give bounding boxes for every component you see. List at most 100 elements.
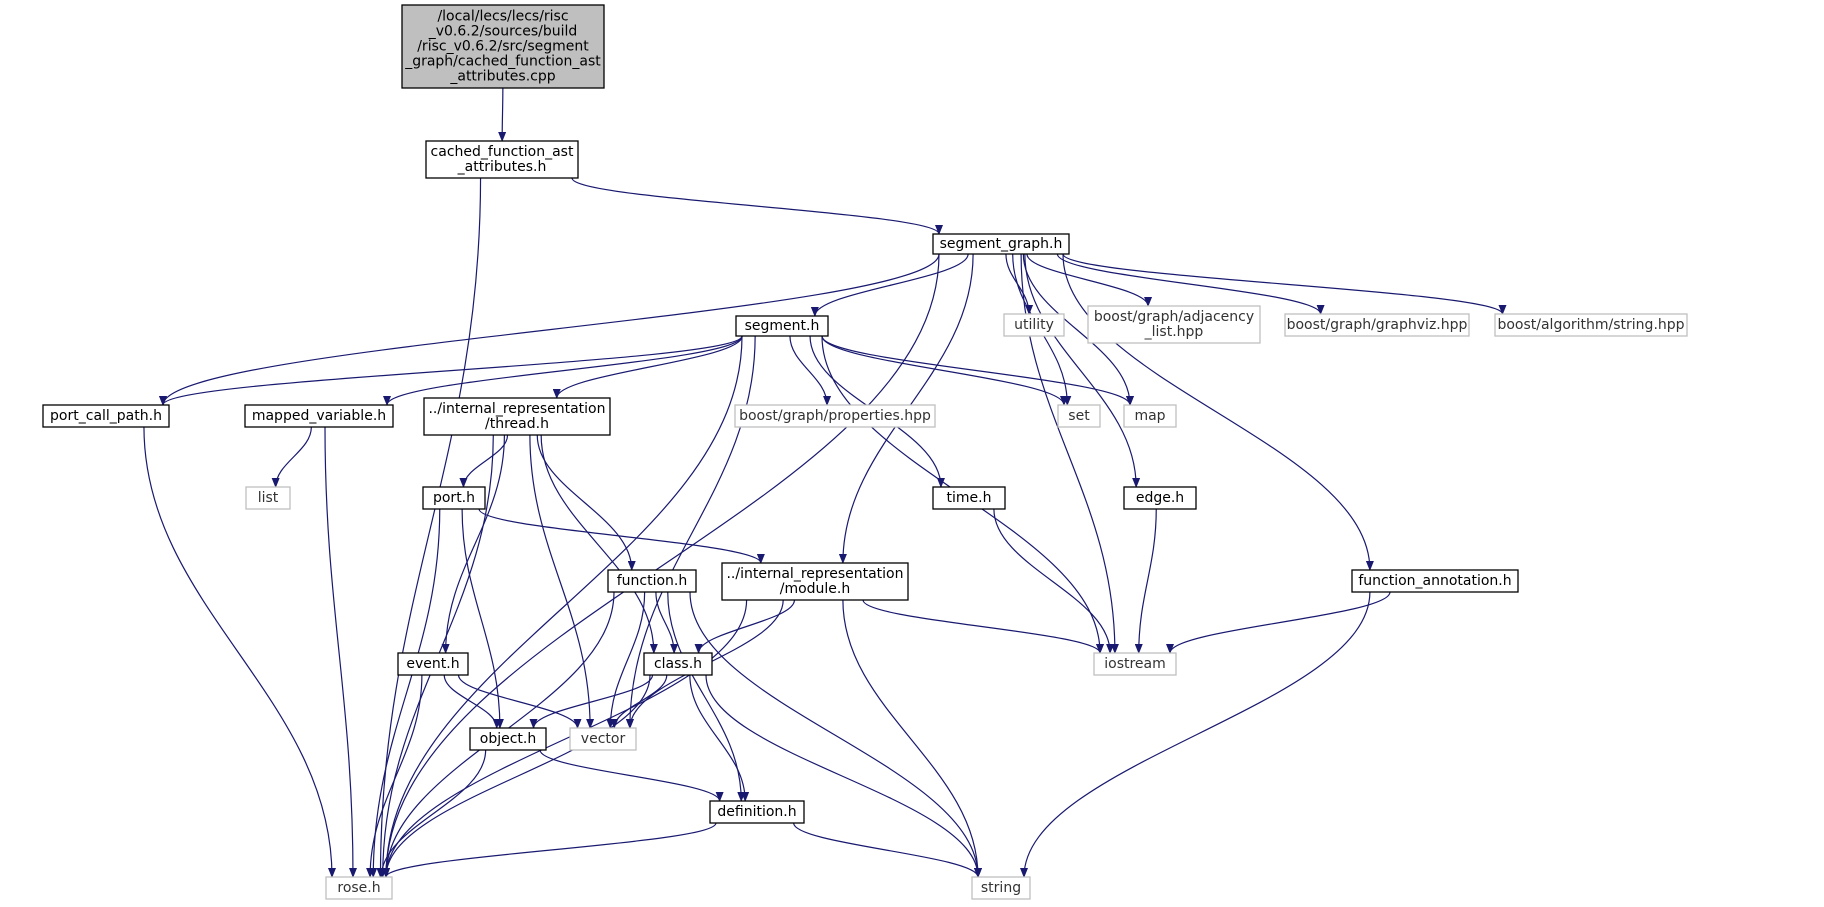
node-rose-label: rose.h: [337, 880, 380, 896]
node-cfa-label: _attributes.h: [457, 159, 547, 175]
node-list[interactable]: list: [245, 486, 291, 510]
node-props-box: [734, 404, 936, 428]
node-map[interactable]: map: [1123, 404, 1177, 428]
edge-class-to-object: [529, 674, 654, 729]
node-event-label: event.h: [406, 656, 459, 672]
edge-class-to-string: [705, 674, 982, 878]
node-sg[interactable]: segment_graph.h: [932, 233, 1070, 255]
edge-sg-to-rose: [382, 253, 940, 878]
edge-thr-to-class: [540, 434, 658, 654]
node-thr[interactable]: ../internal_representation/thread.h: [423, 397, 611, 436]
edge-sg-to-algstr: [1062, 253, 1507, 315]
node-fann[interactable]: function_annotation.h: [1351, 569, 1519, 593]
node-mod[interactable]: ../internal_representation/module.h: [721, 562, 909, 601]
node-mv[interactable]: mapped_variable.h: [244, 404, 394, 428]
node-root-label: /risc_v0.6.2/src/segment: [417, 38, 589, 54]
node-cfa[interactable]: cached_function_ast_attributes.h: [425, 140, 579, 179]
node-func[interactable]: function.h: [607, 569, 697, 593]
node-time-label: time.h: [947, 490, 992, 506]
edge-mod-to-rose: [382, 599, 748, 878]
node-utility[interactable]: utility: [1003, 313, 1065, 337]
node-map-box: [1123, 404, 1177, 428]
node-object-box: [469, 727, 547, 751]
node-pcp-box: [42, 404, 170, 428]
node-utility-box: [1003, 313, 1065, 337]
edge-thr-to-port: [459, 434, 509, 488]
node-string[interactable]: string: [971, 876, 1031, 900]
node-list-box: [245, 486, 291, 510]
node-string-label: string: [981, 880, 1021, 896]
node-mod-label: /module.h: [780, 581, 851, 597]
edge-seg-to-set: [821, 335, 1068, 406]
node-rose[interactable]: rose.h: [325, 876, 393, 900]
node-edge[interactable]: edge.h: [1123, 486, 1197, 510]
node-thr-label: /thread.h: [485, 416, 549, 432]
node-seg-box: [735, 315, 829, 337]
node-port-box: [422, 486, 486, 510]
edge-func-to-class: [655, 591, 679, 654]
edge-cfa-to-rose: [376, 177, 482, 878]
edge-event-to-vector: [457, 674, 582, 729]
node-vector-label: vector: [581, 731, 626, 747]
edge-func-to-def: [667, 591, 746, 802]
edge-seg-to-props: [789, 335, 832, 406]
node-string-box: [971, 876, 1031, 900]
edge-fann-to-iostream: [1166, 591, 1391, 654]
node-time[interactable]: time.h: [932, 486, 1006, 510]
node-gviz[interactable]: boost/graph/graphviz.hpp: [1284, 313, 1470, 337]
edge-object-to-def: [539, 749, 724, 802]
node-class-label: class.h: [654, 656, 702, 672]
node-adj-box: [1087, 305, 1261, 344]
node-mv-label: mapped_variable.h: [252, 408, 386, 424]
node-seg[interactable]: segment.h: [735, 315, 829, 337]
node-props[interactable]: boost/graph/properties.hpp: [734, 404, 936, 428]
node-pcp[interactable]: port_call_path.h: [42, 404, 170, 428]
node-def-label: definition.h: [717, 804, 796, 820]
edge-class-to-rose: [382, 674, 651, 878]
node-algstr[interactable]: boost/algorithm/string.hpp: [1494, 313, 1688, 337]
edge-func-to-vector: [606, 591, 646, 729]
node-mod-box: [721, 562, 909, 601]
node-adj[interactable]: boost/graph/adjacency_list.hpp: [1087, 305, 1261, 344]
node-class[interactable]: class.h: [643, 652, 713, 676]
node-sg-label: segment_graph.h: [940, 236, 1063, 252]
edge-edge-to-iostream: [1134, 508, 1157, 654]
node-set-label: set: [1068, 408, 1090, 424]
edge-port-to-rose: [369, 508, 441, 878]
edge-port-to-object: [461, 508, 504, 729]
node-edge-box: [1123, 486, 1197, 510]
edge-mv-to-rose: [324, 426, 357, 878]
node-root[interactable]: /local/lecs/lecs/risc_v0.6.2/sources/bui…: [401, 4, 605, 89]
node-object[interactable]: object.h: [469, 727, 547, 751]
node-algstr-box: [1494, 313, 1688, 337]
node-port[interactable]: port.h: [422, 486, 486, 510]
edge-time-to-iostream: [993, 508, 1115, 654]
edge-sg-to-pcp: [159, 253, 940, 406]
node-adj-label: _list.hpp: [1144, 324, 1204, 340]
edge-sg-to-seg: [810, 253, 969, 317]
node-class-box: [643, 652, 713, 676]
edge-event-to-object: [443, 674, 501, 729]
edges-layer: [143, 87, 1507, 878]
node-vector-box: [569, 727, 637, 751]
edge-event-to-rose: [366, 674, 423, 878]
edge-thr-to-func: [536, 434, 636, 571]
edge-mv-to-list: [271, 426, 312, 488]
node-event[interactable]: event.h: [397, 652, 469, 676]
node-iostream[interactable]: iostream: [1093, 652, 1177, 676]
node-fann-box: [1351, 569, 1519, 593]
node-iostream-label: iostream: [1104, 656, 1166, 672]
node-vector[interactable]: vector: [569, 727, 637, 751]
edge-seg-to-mv: [383, 335, 743, 406]
node-props-label: boost/graph/properties.hpp: [739, 408, 931, 424]
edge-seg-to-thr: [552, 335, 743, 399]
node-root-label: _v0.6.2/sources/build: [428, 23, 578, 39]
edge-thr-to-event: [441, 434, 505, 654]
node-seg-label: segment.h: [745, 318, 820, 334]
node-set[interactable]: set: [1057, 404, 1101, 428]
node-def[interactable]: definition.h: [709, 800, 805, 824]
edge-func-to-string: [689, 591, 982, 878]
edge-pcp-to-rose: [143, 426, 336, 878]
edge-def-to-string: [793, 822, 982, 878]
